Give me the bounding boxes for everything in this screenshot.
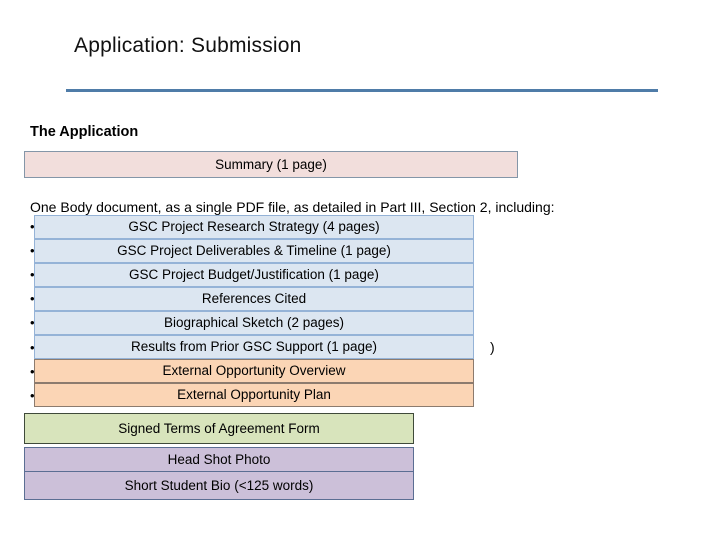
summary-box-label: Summary (1 page) <box>215 156 327 172</box>
page-title: Application: Submission <box>74 34 302 57</box>
body-item-box-prior-support-results[interactable]: Results from Prior GSC Support (1 page) <box>34 335 474 359</box>
list-item: • <box>30 359 690 383</box>
attachment-box-label: Head Shot Photo <box>167 451 271 467</box>
bullet-marker-icon: • <box>30 218 35 234</box>
body-item-label: External Opportunity Overview <box>162 363 346 379</box>
list-item: • <box>30 262 690 286</box>
bullet-marker-icon: • <box>30 242 35 258</box>
body-item-box-references-cited[interactable]: References Cited <box>34 287 474 311</box>
list-item: • <box>30 238 690 262</box>
bullet-list: • • • • • • ) • • <box>30 214 690 408</box>
list-item: • <box>30 311 690 335</box>
bullet-marker-icon: • <box>30 387 35 403</box>
bullet-marker-icon: • <box>30 339 35 355</box>
body-intro-text: One Body document, as a single PDF file,… <box>30 199 555 215</box>
section-heading: The Application <box>30 124 139 140</box>
body-item-box-external-opportunity-plan[interactable]: External Opportunity Plan <box>34 383 474 407</box>
title-divider <box>66 89 658 92</box>
bullet-marker-icon: • <box>30 315 35 331</box>
body-item-label: External Opportunity Plan <box>177 387 331 403</box>
list-item: • ) <box>30 335 690 359</box>
list-item: • <box>30 287 690 311</box>
attachment-box-label: Short Student Bio (<125 words) <box>124 477 314 493</box>
attachment-box-label: Signed Terms of Agreement Form <box>118 420 320 436</box>
body-item-box-budget-justification[interactable]: GSC Project Budget/Justification (1 page… <box>34 263 474 287</box>
attachment-box-short-student-bio[interactable]: Short Student Bio (<125 words) <box>24 471 414 500</box>
body-item-label: GSC Project Deliverables & Timeline (1 p… <box>117 243 391 259</box>
body-item-box-research-strategy[interactable]: GSC Project Research Strategy (4 pages) <box>34 215 474 239</box>
bullet-marker-icon: • <box>30 363 35 379</box>
body-item-label: GSC Project Budget/Justification (1 page… <box>129 267 379 283</box>
bullet-marker-icon: • <box>30 266 35 282</box>
summary-box[interactable]: Summary (1 page) <box>24 151 518 178</box>
body-item-box-deliverables-timeline[interactable]: GSC Project Deliverables & Timeline (1 p… <box>34 239 474 263</box>
body-item-label: GSC Project Research Strategy (4 pages) <box>128 219 380 235</box>
body-item-box-external-opportunity-overview[interactable]: External Opportunity Overview <box>34 359 474 383</box>
list-item: • <box>30 214 690 238</box>
list-item: • <box>30 383 690 407</box>
body-item-box-biographical-sketch[interactable]: Biographical Sketch (2 pages) <box>34 311 474 335</box>
body-item-label: Biographical Sketch (2 pages) <box>163 315 345 331</box>
body-item-label: Results from Prior GSC Support (1 page) <box>130 339 378 355</box>
bullet-marker-icon: • <box>30 291 35 307</box>
attachment-box-head-shot-photo[interactable]: Head Shot Photo <box>24 447 414 472</box>
attachment-box-terms-of-agreement[interactable]: Signed Terms of Agreement Form <box>24 413 414 444</box>
list-item-label: ) <box>490 339 495 356</box>
body-item-label: References Cited <box>201 291 307 307</box>
